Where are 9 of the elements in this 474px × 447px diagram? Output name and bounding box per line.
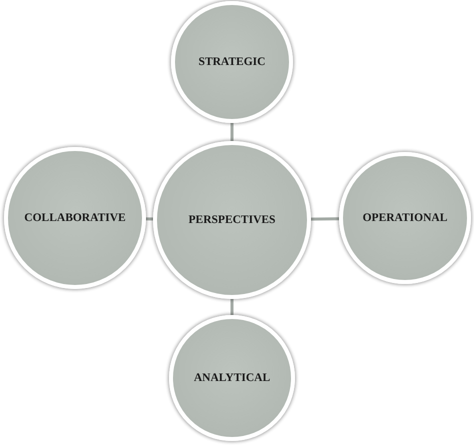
connector-line	[310, 217, 340, 221]
connector-line	[230, 299, 234, 315]
connector-line	[230, 123, 234, 141]
node-label: COLLABORATIVE	[24, 212, 126, 224]
node-label: STRATEGIC	[198, 56, 266, 68]
node-label: ANALYTICAL	[194, 372, 270, 384]
connector-line	[146, 217, 154, 220]
node-label: PERSPECTIVES	[188, 214, 276, 226]
node-label: OPERATIONAL	[362, 212, 448, 224]
